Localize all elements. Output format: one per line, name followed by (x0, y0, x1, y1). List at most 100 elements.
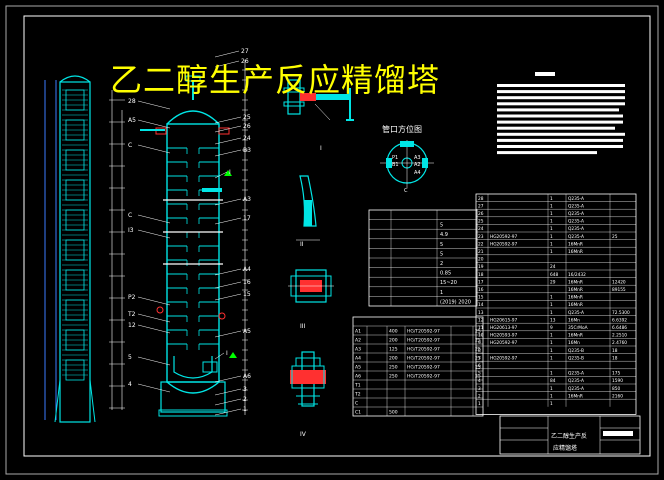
parts-table-cell: 11 (478, 325, 484, 331)
parts-table-cell: 1 (550, 196, 553, 202)
tower-callout-label: I (226, 350, 228, 357)
nozzle-table-cell: A2 (355, 338, 361, 344)
parts-table-cell: 20 (478, 257, 484, 263)
note-line (497, 90, 625, 94)
parts-table-cell: 22 (478, 241, 484, 247)
nozzle-table-cell: 250 (389, 374, 398, 380)
parts-table-cell: HG20592-97 (490, 340, 518, 346)
nozzle-table-cell: HG/T20592-97 (407, 329, 440, 335)
parts-table-cell: 648 (550, 272, 558, 278)
outer-frame (5, 5, 659, 475)
parts-table-cell: 10 (478, 333, 484, 339)
parts-table-cell: 17 (478, 279, 484, 285)
parts-table-cell: 1 (550, 234, 553, 240)
parts-table-cell: 16MnR (568, 241, 583, 247)
note-line (497, 102, 625, 106)
nozzle-table-cell: 25 (475, 356, 481, 362)
parts-table-cell: 1 (550, 310, 553, 316)
parts-table-cell: 14 (478, 302, 484, 308)
parts-table-cell: Q235-A (568, 386, 584, 392)
nozzle-table-cell: A4 (355, 356, 361, 362)
tower-dimension-line (109, 90, 125, 410)
note-line (497, 120, 623, 124)
parts-table-cell: 1 (550, 340, 553, 346)
parts-table-cell: Q235-A (568, 310, 584, 316)
nozzle-table-cell: A3 (355, 347, 361, 353)
design-table-cell: 5 (440, 242, 443, 248)
nozzle-table-cell: 25 (475, 365, 481, 371)
design-table-cell: 1 (440, 290, 443, 296)
parts-table-cell: 25 (478, 219, 484, 225)
parts-table-cell: 27 (478, 203, 484, 209)
design-table-cell: 5 (440, 251, 443, 257)
design-table-cell: 2 (440, 261, 443, 267)
parts-table-cell: 26 (478, 211, 484, 217)
nozzle-table-cell: HG/T20592-97 (407, 356, 440, 362)
parts-table-cell: 1 (550, 211, 553, 217)
parts-table-cell: 12420 (612, 279, 626, 285)
nozzle-table-cell: C1 (355, 410, 361, 416)
parts-table-cell: 6.6486 (612, 325, 627, 331)
nozzle-table-cell: 125 (389, 347, 398, 353)
parts-table-cell: 12 (478, 317, 484, 323)
parts-table-cell: 16Mn (568, 340, 580, 346)
nozzle-table-cell: HG/T20592-97 (407, 365, 440, 371)
nozzle-table-cell: T1 (354, 383, 361, 389)
parts-table-cell: 1 (550, 371, 553, 377)
nozzle-table-cell: 500 (389, 410, 398, 416)
tower-callout-label: 24 (243, 135, 251, 142)
tower-callout-label: 28 (128, 98, 136, 105)
parts-table-cell: HG20592-97 (490, 241, 518, 247)
parts-table-cell: 16MnR (568, 302, 583, 308)
tower-callout-label: A4 (243, 266, 251, 273)
parts-table-cell: 7 (478, 355, 481, 361)
parts-table-cell: 1 (550, 401, 553, 407)
parts-table-cell: 16MnR (568, 249, 583, 255)
parts-table-cell: 1 (550, 241, 553, 247)
design-table-cell: 4.9 (440, 232, 448, 238)
nozzle-orientation-label: A4 (414, 170, 421, 176)
parts-table-cell: Q235-B (568, 348, 584, 354)
nozzle-table-cell: 200 (389, 356, 398, 362)
parts-table-cell: 1 (550, 355, 553, 361)
nozzle-table-cell: 25 (475, 329, 481, 335)
parts-table-cell: HG20613-97 (490, 325, 518, 331)
note-line (497, 96, 625, 100)
parts-table-cell: 16MnR (568, 287, 583, 293)
parts-table-cell: 24 (478, 226, 484, 232)
tower-callout-label: P2 (128, 294, 136, 301)
note-line (497, 114, 623, 118)
nozzle-table-cell: HG/T20592-97 (407, 374, 440, 380)
parts-table-cell: 84 (550, 378, 556, 384)
tower-callout-label: 26 (243, 123, 251, 130)
parts-table-cell: 850 (612, 386, 620, 392)
parts-table-cell: 13 (550, 317, 556, 323)
note-line (497, 84, 625, 87)
nozzle-table-cell: A5 (355, 365, 361, 371)
detail-view-3: III (288, 269, 334, 330)
parts-table-cell: 1 (550, 348, 553, 354)
tower-callout-label: 4 (128, 381, 132, 388)
tower-callout-label: 1 (243, 406, 247, 413)
parts-table-cell: 89155 (612, 287, 626, 293)
parts-table-cell: 1 (550, 219, 553, 225)
tower-callout-label: A5 (243, 328, 251, 335)
parts-table-cell: HG20615-97 (490, 317, 518, 323)
title-block-line2: 应精馏塔 (553, 444, 577, 452)
tower-callout-label: C (128, 212, 132, 219)
parts-table-cell: HG20593-97 (490, 333, 518, 339)
parts-table-cell: 21 (478, 249, 484, 255)
tower-callout-label: 3 (243, 386, 247, 393)
nozzle-table-cell: A6 (355, 374, 361, 380)
parts-table-cell: 16 (478, 287, 484, 293)
nozzle-table-cell: HG/T20592-97 (407, 338, 440, 344)
design-table-cell: 5 (440, 223, 443, 229)
parts-table-cell: 1 (550, 295, 553, 301)
tower-trays (163, 147, 223, 350)
parts-table-cell: 9 (478, 340, 481, 346)
